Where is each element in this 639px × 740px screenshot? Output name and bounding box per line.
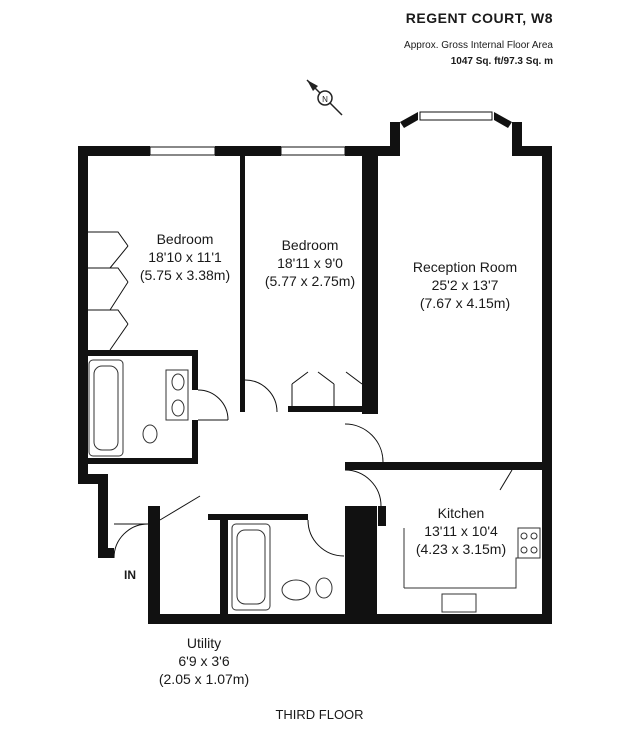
wall <box>362 156 378 414</box>
door-swing <box>344 423 384 463</box>
room-label-utility: Utility 6'9 x 3'6 (2.05 x 1.07m) <box>148 634 260 688</box>
wall <box>98 474 108 558</box>
room-label-bedroom-2: Bedroom 18'11 x 9'0 (5.77 x 2.75m) <box>250 236 370 290</box>
room-dimensions-imperial: 18'10 x 11'1 <box>148 249 222 265</box>
wall <box>148 516 160 624</box>
wall <box>512 122 522 156</box>
basin <box>281 579 311 601</box>
wall <box>78 146 88 484</box>
room-name: Utility <box>186 635 222 651</box>
compass-letter: N <box>322 95 328 104</box>
wall <box>88 350 198 356</box>
room-name: Reception Room <box>412 259 518 275</box>
room-dimensions-metric: (2.05 x 1.07m) <box>158 671 250 687</box>
bay-window <box>419 111 493 121</box>
wall <box>98 548 114 558</box>
wall <box>78 474 108 484</box>
wall <box>288 406 364 412</box>
cupboard <box>291 371 363 406</box>
room-dimensions-metric: (5.77 x 2.75m) <box>264 273 356 289</box>
wall <box>208 514 308 520</box>
room-dimensions-metric: (7.67 x 4.15m) <box>419 295 511 311</box>
room-name: Kitchen <box>437 505 485 521</box>
door-leaf <box>499 469 513 491</box>
room-dimensions-imperial: 6'9 x 3'6 <box>178 653 230 669</box>
compass-icon: N <box>306 79 343 116</box>
bathtub <box>88 359 124 457</box>
wall <box>345 506 377 614</box>
wall <box>192 350 198 390</box>
door-swing <box>244 379 278 413</box>
room-dimensions-imperial: 18'11 x 9'0 <box>277 255 343 271</box>
room-name: Bedroom <box>156 231 214 247</box>
property-title: REGENT COURT, W8 <box>405 10 553 26</box>
wall <box>512 146 552 156</box>
wall <box>378 506 386 526</box>
toilet <box>142 424 158 444</box>
sink-unit <box>165 369 189 421</box>
wall <box>542 146 552 624</box>
wardrobe <box>88 231 129 325</box>
bay-wall <box>494 112 512 128</box>
bay-wall <box>400 112 418 128</box>
wall <box>78 146 150 156</box>
wall <box>192 420 198 464</box>
wall <box>220 514 228 614</box>
room-label-bedroom-1: Bedroom 18'10 x 11'1 (5.75 x 3.38m) <box>120 230 250 284</box>
wall <box>345 462 542 470</box>
room-label-reception: Reception Room 25'2 x 13'7 (7.67 x 4.15m… <box>390 258 540 312</box>
floor-area-value: 1047 Sq. ft/97.3 Sq. m <box>450 56 553 67</box>
wardrobe-door <box>109 245 129 351</box>
door-swing <box>307 519 345 557</box>
wall <box>215 146 281 156</box>
toilet <box>315 577 333 599</box>
door-swing <box>197 389 229 421</box>
door-swing <box>344 469 382 507</box>
room-dimensions-metric: (4.23 x 3.15m) <box>415 541 507 557</box>
entrance-label: IN <box>124 568 136 582</box>
entrance-door-swing <box>113 523 149 559</box>
bathtub <box>231 523 271 611</box>
wall <box>345 146 400 156</box>
kitchen-sink <box>441 593 477 613</box>
window <box>149 146 216 156</box>
room-dimensions-imperial: 13'11 x 10'4 <box>424 523 498 539</box>
wall <box>148 614 552 624</box>
kitchen-counter <box>404 557 540 589</box>
room-dimensions-metric: (5.75 x 3.38m) <box>139 267 231 283</box>
room-name: Bedroom <box>281 237 339 253</box>
wall <box>390 122 400 156</box>
wall <box>148 506 160 518</box>
room-label-kitchen: Kitchen 13'11 x 10'4 (4.23 x 3.15m) <box>396 504 526 558</box>
wall <box>240 156 245 412</box>
area-subtitle: Approx. Gross Internal Floor Area <box>404 40 553 51</box>
floor-label: THIRD FLOOR <box>275 707 364 722</box>
door-leaf <box>159 495 201 521</box>
wall <box>88 458 198 464</box>
room-dimensions-imperial: 25'2 x 13'7 <box>431 277 499 293</box>
window <box>280 146 346 156</box>
